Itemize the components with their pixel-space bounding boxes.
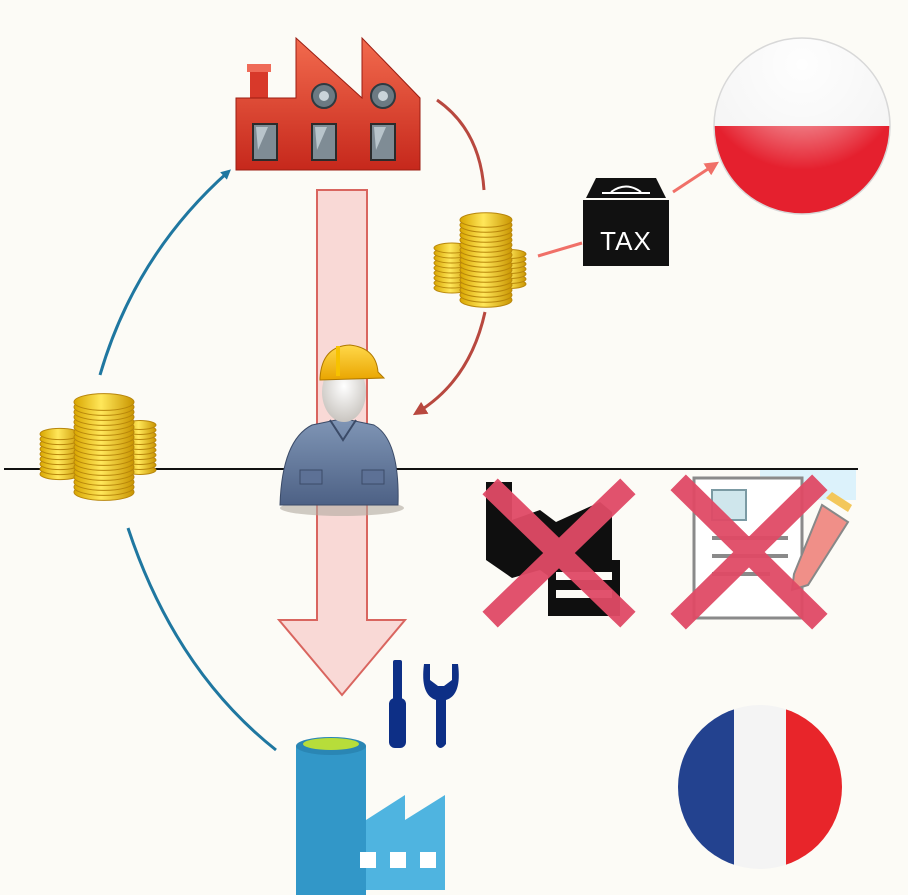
coin [459,212,513,228]
tax-box-icon: TAX [583,178,669,266]
tax-to-state-arrow [672,161,720,194]
wage-arrow [412,311,487,416]
construction-worker-icon [279,344,404,516]
red-factory-icon [235,36,421,171]
profit-arc [436,98,486,191]
poland-flag-icon [713,37,891,215]
cycle-arrow-up [98,169,231,376]
coin [73,393,135,411]
screwdriver-wrench-icon [389,660,459,748]
tax-payment-line [537,241,583,258]
coin-stacks-left [39,393,157,501]
no-social-security-icon [482,478,636,628]
cycle-arrow-down [126,527,277,752]
cross-mark-icon [670,474,828,630]
coin-stacks-right [433,212,527,308]
cross-mark-icon [482,478,636,628]
france-flag-icon [678,705,842,869]
blue-factory-icon [296,737,445,895]
no-contract-icon [670,474,852,630]
tax-label: TAX [600,226,652,256]
